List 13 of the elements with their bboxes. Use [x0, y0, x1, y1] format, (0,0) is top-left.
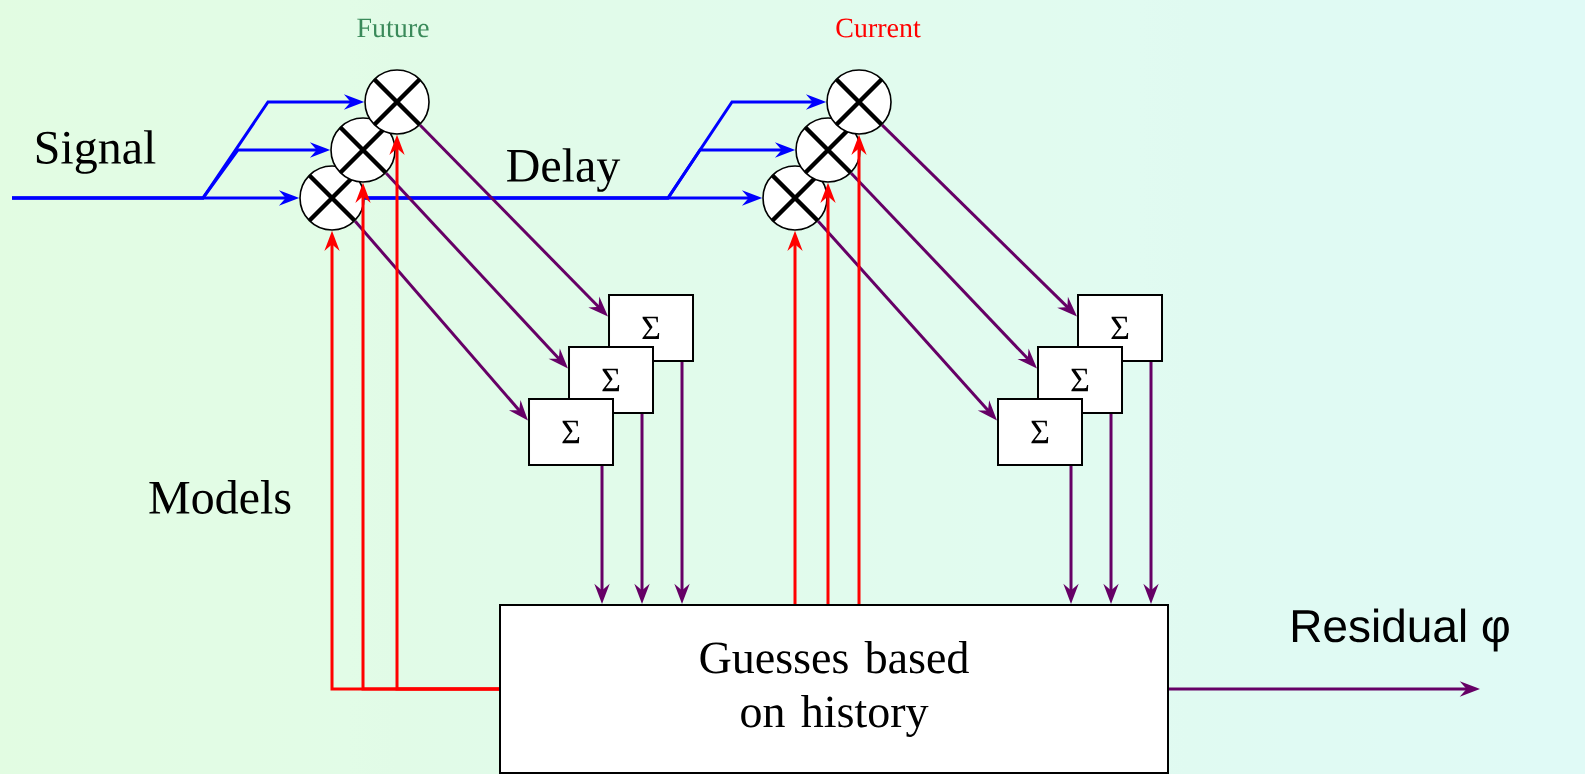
label: Current — [836, 18, 921, 38]
label: Delay — [507, 148, 621, 192]
multiplier-circle — [330, 117, 396, 183]
label: Residual φ — [1293, 608, 1509, 652]
label: Models — [149, 480, 291, 514]
sum-box: Σ — [528, 398, 614, 466]
label: Future — [357, 18, 429, 38]
process-box: Guesses based on history — [499, 604, 1169, 774]
label: Signal — [36, 130, 156, 174]
multiplier-circle — [826, 69, 892, 135]
multiplier-circle — [364, 69, 430, 135]
sum-box: Σ — [997, 398, 1083, 466]
multiplier-circle — [762, 165, 828, 231]
